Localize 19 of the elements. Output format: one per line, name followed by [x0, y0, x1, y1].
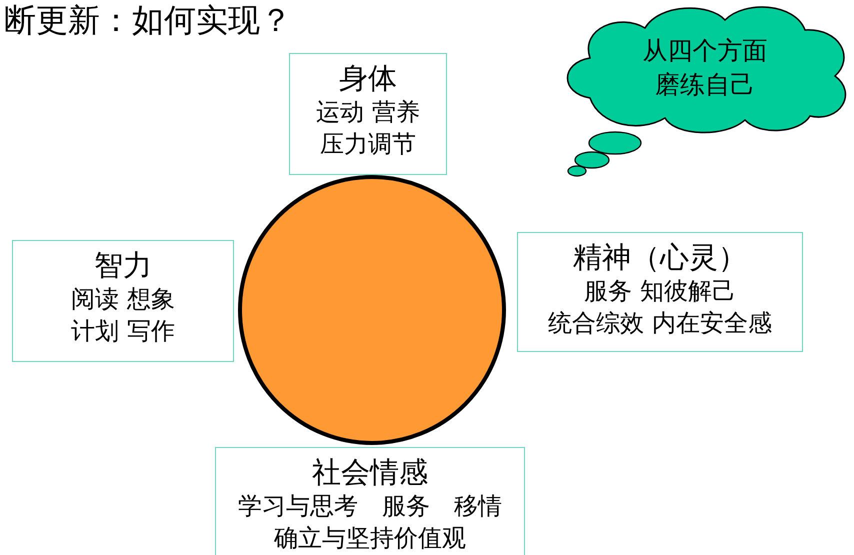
heading: 智力 — [93, 247, 153, 283]
body-text: 服务 知彼解己 — [583, 276, 737, 307]
heading: 精神（心灵） — [572, 239, 748, 275]
body-text: 计划 写作 — [70, 316, 176, 347]
body-text: 运动 营养 — [315, 97, 421, 128]
body-text: 学习与思考 服务 移情 — [237, 491, 503, 522]
text-box — [289, 53, 447, 175]
body-text: 统合综效 内在安全感 — [547, 308, 773, 339]
text-box — [12, 240, 234, 362]
body-text: 确立与坚持价值观 — [273, 523, 467, 554]
heading: 社会情感 — [311, 454, 429, 490]
text-box — [517, 232, 803, 352]
body-text: 压力调节 — [319, 129, 417, 160]
title: 断更新：如何实现？ — [4, 0, 292, 40]
body-text: 阅读 想象 — [70, 284, 176, 315]
circle — [238, 175, 506, 445]
text-box — [215, 447, 525, 555]
cloud-text: 从四个方面磨练自己 — [642, 35, 768, 101]
heading: 身体 — [338, 60, 398, 96]
